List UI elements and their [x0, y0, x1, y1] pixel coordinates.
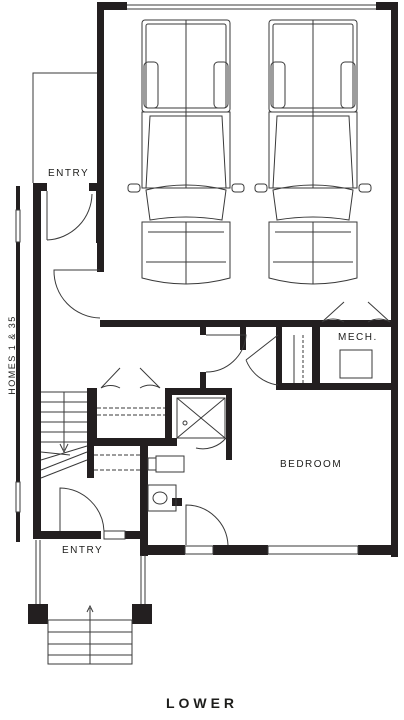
room-label-mech: MECH. [338, 332, 378, 343]
porch-column-left [28, 604, 48, 624]
mech-door-left [321, 301, 345, 323]
entry-bottom-wall [33, 531, 101, 539]
sink-vanity [147, 484, 177, 512]
closet-bath-wall [165, 388, 172, 440]
exterior-outline [32, 72, 97, 183]
entry-sidelight [103, 530, 126, 540]
truck-1 [127, 19, 245, 285]
bath-lower-stub [172, 498, 182, 506]
bath-left-wall [140, 438, 148, 556]
entry-bottom-wall-right [125, 531, 147, 539]
bath-top-wall [165, 388, 231, 395]
side-label: HOMES 1 & 35 [7, 315, 17, 395]
mech-left-wall [312, 322, 320, 390]
room-label-bedroom: BEDROOM [280, 459, 343, 470]
truck-2 [254, 19, 372, 285]
entry-right-wall [96, 183, 104, 243]
mech-door-right [367, 301, 391, 323]
porch-column-right [132, 604, 152, 624]
room-label-entry-upper: ENTRY [48, 168, 90, 179]
garage-top-wall-left [97, 2, 127, 10]
hall-lower-stub [200, 372, 206, 392]
window-left-lower [15, 481, 21, 513]
bath-window [184, 545, 214, 555]
bath-right-wall [226, 388, 232, 460]
closet-door-swing [245, 334, 279, 386]
parked-trucks [127, 19, 372, 285]
closet-wall [276, 322, 282, 390]
entry-top-wall [33, 183, 47, 191]
mech-unit [339, 349, 373, 379]
thin-lines [15, 4, 391, 665]
stairs [40, 391, 88, 479]
hall-door-swing [205, 334, 247, 373]
laundry-left-wall [87, 438, 94, 478]
outer-left-wall [16, 186, 20, 542]
garage-left-wall [97, 2, 104, 272]
lower-entry-door [59, 487, 105, 532]
laundry-top-wall [87, 438, 177, 446]
bottom-wall-mid [213, 545, 268, 555]
bath-door-swing [185, 504, 229, 546]
bedroom-top-wall [276, 383, 392, 390]
garage-top-wall-right [376, 2, 398, 10]
garage-door-swing [53, 269, 101, 319]
porch-steps [47, 604, 133, 665]
bottom-wall-left [140, 545, 185, 555]
shower-door [195, 437, 227, 450]
left-inner-wall [33, 183, 41, 538]
window-left-upper [15, 209, 21, 243]
bedroom-window [267, 545, 359, 555]
shower [176, 397, 226, 439]
walls [16, 2, 398, 624]
stair-closet-wall [87, 388, 97, 444]
toilet [155, 455, 185, 473]
bottom-wall-right [358, 545, 398, 555]
storage-door-right [139, 367, 161, 389]
hall-wall-stub [200, 320, 206, 335]
entry-door-swing [46, 191, 93, 241]
floor-title: LOWER [165, 695, 239, 711]
room-label-entry-lower: ENTRY [62, 545, 104, 556]
right-outer-wall [391, 2, 398, 557]
storage-door-left [100, 367, 121, 389]
